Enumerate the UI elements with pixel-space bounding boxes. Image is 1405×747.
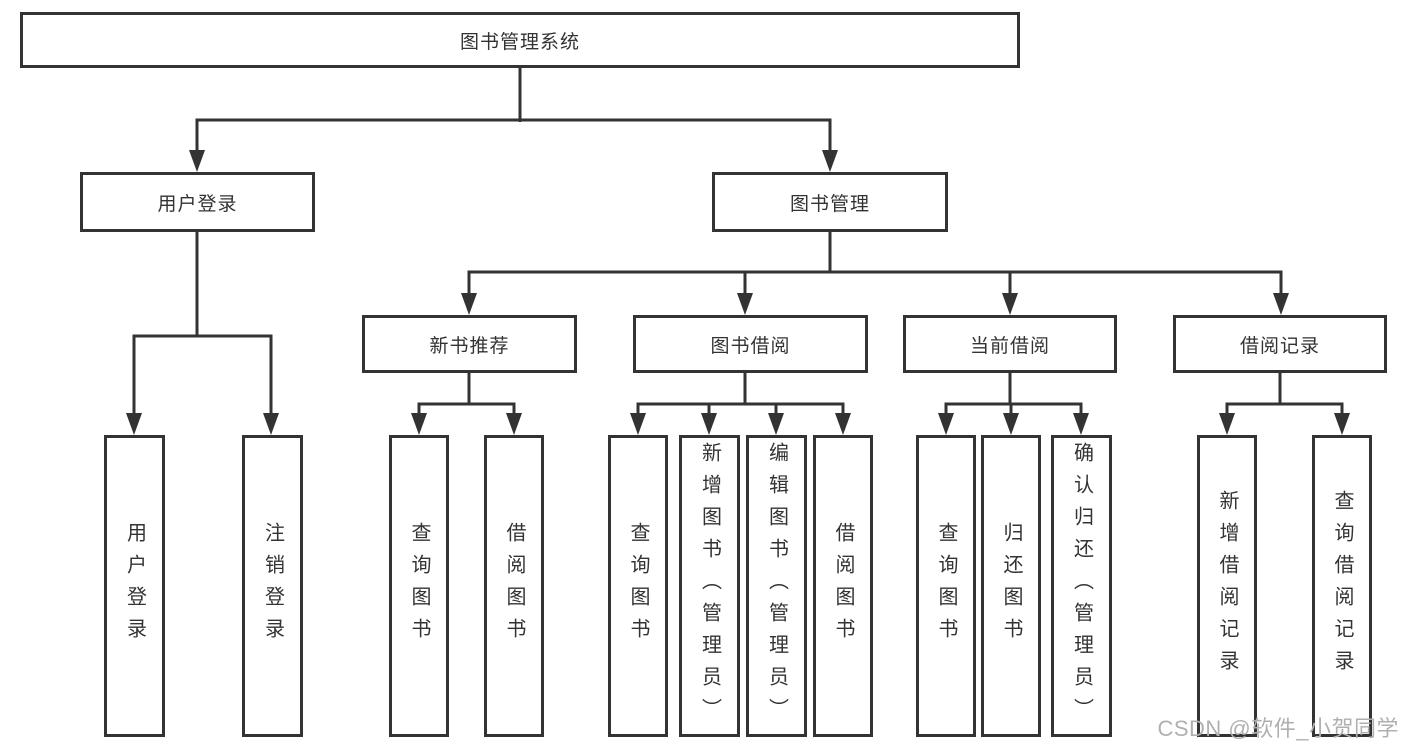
leaf-recommend-query-books: 查询图书	[389, 435, 449, 737]
node-user-login: 用户登录	[80, 172, 315, 232]
leaf-user-login: 用户登录	[104, 435, 165, 737]
leaf-edit-books-admin: 编辑图书（管理员）	[746, 435, 807, 737]
leaf-confirm-return-admin: 确认归还（管理员）	[1051, 435, 1112, 737]
leaf-borrow-books: 借阅图书	[813, 435, 873, 737]
leaf-recommend-borrow-books: 借阅图书	[484, 435, 544, 737]
node-book-management: 图书管理	[712, 172, 948, 232]
leaf-logout: 注销登录	[242, 435, 303, 737]
csdn-watermark: CSDN @软件_小贺同学	[1157, 716, 1399, 741]
leaf-add-borrow-record: 新增借阅记录	[1197, 435, 1257, 737]
leaf-borrowing-query-books: 查询图书	[608, 435, 668, 737]
leaf-query-borrow-record: 查询借阅记录	[1312, 435, 1372, 737]
tree-edges	[132, 68, 1344, 417]
node-book-borrowing: 图书借阅	[633, 315, 868, 373]
node-borrowing-records: 借阅记录	[1173, 315, 1387, 373]
node-library-management-system: 图书管理系统	[20, 12, 1020, 68]
node-current-borrowing: 当前借阅	[903, 315, 1117, 373]
leaf-current-query-books: 查询图书	[916, 435, 976, 737]
leaf-return-books: 归还图书	[981, 435, 1041, 737]
node-new-book-recommend: 新书推荐	[362, 315, 577, 373]
leaf-add-books-admin: 新增图书（管理员）	[679, 435, 740, 737]
